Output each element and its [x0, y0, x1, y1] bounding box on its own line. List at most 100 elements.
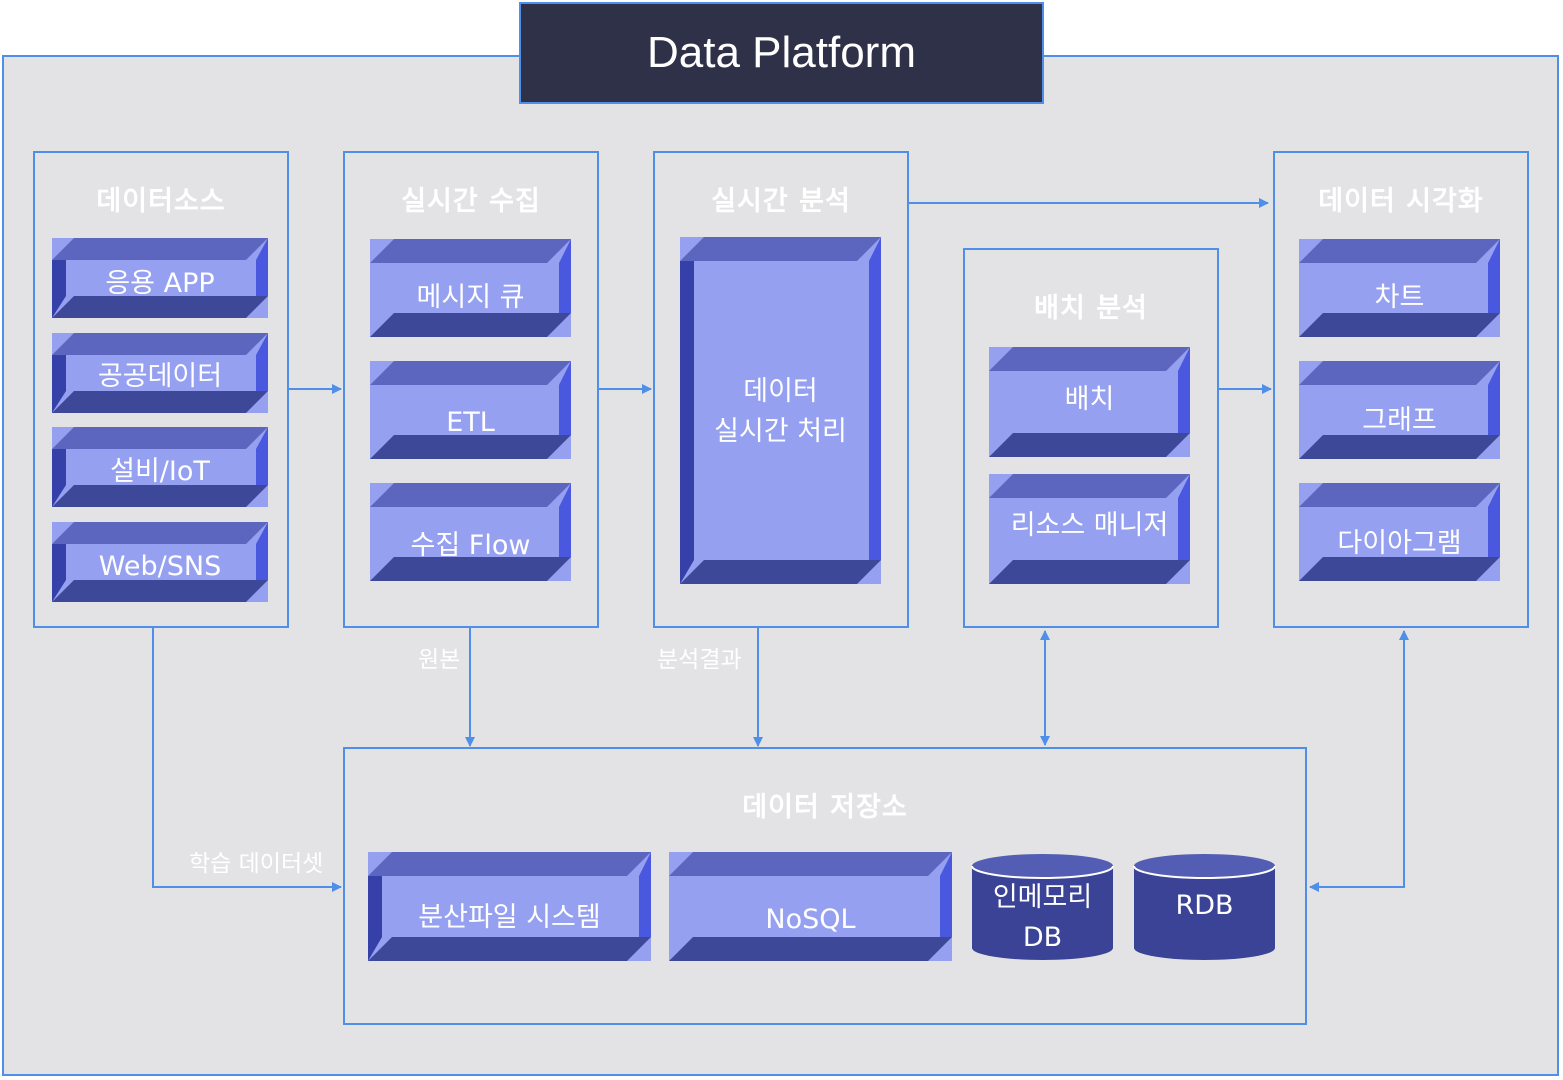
cube-web-sns: Web/SNS	[52, 522, 268, 602]
cube-collect-flow: 수집 Flow	[370, 483, 571, 581]
cylinder-label-rdb: RDB	[1175, 890, 1234, 921]
group-title-realtime-analysis: 실시간 분석	[711, 186, 851, 217]
group-data-visualization: 데이터 시각화	[1273, 151, 1529, 628]
cube-bottom-face	[370, 435, 571, 459]
cube-bottom-face	[368, 937, 651, 961]
cube-right-edge	[940, 852, 952, 937]
cube-label-realtime-line1: 데이터	[743, 376, 818, 407]
cube-shape	[370, 239, 571, 337]
cube-etl: ETL	[370, 361, 571, 459]
cube-front-face	[1299, 483, 1500, 581]
cube-right-edge	[559, 361, 571, 435]
cube-nosql: NoSQL	[669, 852, 952, 961]
cube-label-batch: 배치	[1064, 384, 1115, 415]
cylinder-label-inmemory-line2: DB	[1022, 922, 1063, 953]
cube-front-face	[368, 852, 651, 961]
cube-shape	[680, 237, 881, 584]
cube-shape	[52, 238, 268, 318]
cube-top-face	[370, 239, 571, 263]
cube-right-edge	[559, 239, 571, 313]
arrow-visual-storage	[1309, 630, 1409, 892]
cylinder-label-inmemory-line1: 인메모리	[992, 882, 1093, 913]
cube-front-face	[370, 239, 571, 337]
cube-label-graph: 그래프	[1362, 405, 1437, 436]
cube-right-edge	[1178, 474, 1190, 560]
cube-shape	[1299, 239, 1500, 337]
edge-label-result: 분석결과	[657, 647, 742, 673]
cube-diagram: 다이아그램	[1299, 483, 1500, 581]
cube-top-face	[52, 427, 268, 449]
cube-top-face	[370, 361, 571, 385]
cube-left-face	[52, 544, 66, 602]
cube-label-app: 응용 APP	[105, 268, 215, 299]
cube-label-nosql: NoSQL	[765, 904, 856, 935]
arrow-sources-to-storage	[152, 628, 342, 892]
cube-right-edge	[559, 483, 571, 557]
cube-label-distributed-fs: 분산파일 시스템	[418, 902, 601, 933]
cube-bottom-face	[52, 485, 268, 507]
cube-label-collect-flow: 수집 Flow	[410, 530, 531, 561]
cube-label-iot: 설비/IoT	[110, 456, 210, 487]
cube-right-edge	[1178, 347, 1190, 433]
cube-public-data: 공공데이터	[52, 333, 268, 413]
cube-left-face	[52, 355, 66, 413]
cube-bottom-face	[989, 560, 1190, 584]
cube-label-diagram: 다이아그램	[1337, 528, 1462, 559]
cube-shape	[368, 852, 651, 961]
cube-shape	[52, 333, 268, 413]
cylinder-shape-inmemory	[971, 854, 1114, 960]
cube-bottom-face	[52, 296, 268, 318]
cube-top-face	[52, 522, 268, 544]
cube-right-edge	[256, 427, 268, 485]
cube-distributed-fs: 분산파일 시스템	[368, 852, 651, 961]
cube-top-face	[989, 474, 1190, 498]
cube-top-face	[669, 852, 952, 876]
cube-bottom-face	[370, 557, 571, 581]
cube-top-face	[989, 347, 1190, 371]
cube-front-face	[1299, 239, 1500, 337]
cube-top-face	[680, 237, 881, 261]
edge-label-training: 학습 데이터셋	[189, 851, 324, 877]
title-banner: Data Platform	[519, 2, 1044, 104]
cube-left-face	[52, 260, 66, 318]
cube-bottom-face	[370, 313, 571, 337]
cylinder-shape-rdb	[1133, 854, 1276, 960]
cube-label-resource-manager: 리소스 매니저	[1010, 510, 1169, 541]
cube-realtime-processing: 데이터 실시간 처리	[680, 237, 881, 584]
cube-label-public-data: 공공데이터	[97, 361, 223, 392]
group-realtime-analysis: 실시간 분석	[653, 151, 909, 628]
cube-top-face	[52, 238, 268, 260]
group-title-realtime-collection: 실시간 수집	[401, 186, 541, 217]
cube-right-edge	[869, 237, 881, 560]
cube-left-face	[52, 449, 66, 507]
cube-label-realtime-line2: 실시간 처리	[714, 416, 847, 447]
cube-right-edge	[1488, 483, 1500, 557]
cube-top-face	[1299, 239, 1500, 263]
group-title-batch-analysis: 배치 분석	[1034, 293, 1148, 324]
edge-label-raw: 원본	[418, 647, 461, 673]
group-realtime-collection: 실시간 수집	[343, 151, 599, 628]
cylinder-inmemory-db: 인메모리 DB	[970, 852, 1115, 962]
cube-right-edge	[1488, 239, 1500, 313]
cube-left-face	[368, 876, 382, 961]
cylinder-rdb: RDB	[1132, 852, 1277, 962]
cube-front-face	[989, 474, 1190, 584]
group-data-sources: 데이터소스	[33, 151, 289, 628]
cube-bottom-face	[680, 560, 881, 584]
cube-right-edge	[639, 852, 651, 937]
group-batch-analysis: 배치 분석	[963, 248, 1219, 628]
group-title-data-storage: 데이터 저장소	[742, 792, 908, 823]
group-title-data-sources: 데이터소스	[96, 186, 226, 217]
cube-shape	[52, 427, 268, 507]
cube-label-etl: ETL	[446, 407, 495, 438]
cube-top-face	[1299, 361, 1500, 385]
cube-left-face	[680, 261, 694, 584]
cube-top-face	[52, 333, 268, 355]
cube-graph: 그래프	[1299, 361, 1500, 459]
cube-shape	[1299, 483, 1500, 581]
cube-top-face	[368, 852, 651, 876]
cube-message-queue: 메시지 큐	[370, 239, 571, 337]
cube-chart: 차트	[1299, 239, 1500, 337]
cube-bottom-face	[989, 433, 1190, 457]
